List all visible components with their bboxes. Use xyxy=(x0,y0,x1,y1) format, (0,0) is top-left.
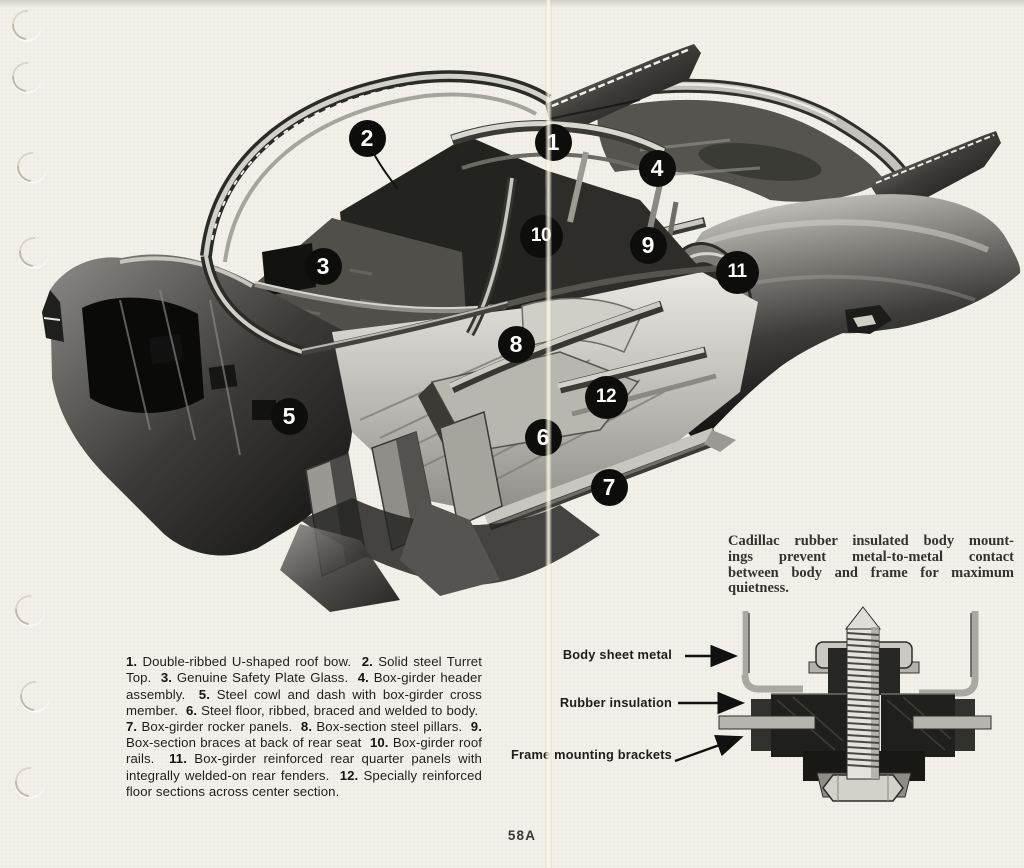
callout-badge-11: 11 xyxy=(715,250,759,294)
mounting-cross-section-illustration xyxy=(674,606,992,802)
car-body-cutaway-illustration xyxy=(42,44,1021,612)
page-number: 58A xyxy=(507,828,537,843)
caption-line: quietness. xyxy=(728,580,789,597)
label-body-sheet-metal: Body sheet metal xyxy=(562,647,672,662)
caption-line: between body and frame for maximum xyxy=(728,564,1014,581)
callout-badge-4: 4 xyxy=(638,149,676,187)
caption-line: Cadillac rubber insulated body mount- xyxy=(728,533,1014,549)
callout-badge-8: 8 xyxy=(497,325,535,363)
callout-badge-1: 1 xyxy=(534,123,572,161)
punch-hole xyxy=(13,674,57,718)
callout-badge-6: 6 xyxy=(524,418,562,456)
caption-line: ings prevent metal-to-metal contact xyxy=(728,548,1014,565)
parts-list: 1. Double-ribbed U-shaped roof bow. 2. S… xyxy=(126,654,483,799)
callout-badge-2: 2 xyxy=(348,119,386,157)
callout-badge-10: 10 xyxy=(519,214,563,258)
callout-badge-5: 5 xyxy=(270,397,308,435)
mounting-caption: Cadillac rubber insulated body mount-ing… xyxy=(728,533,1014,597)
label-frame-mounting-brackets: Frame mounting brackets xyxy=(510,747,672,762)
label-rubber-insulation: Rubber insulation xyxy=(559,695,672,710)
callout-badge-7: 7 xyxy=(590,468,628,506)
callout-badge-12: 12 xyxy=(584,375,628,419)
punch-hole xyxy=(8,760,52,804)
callout-badge-9: 9 xyxy=(629,226,667,264)
callout-badge-3: 3 xyxy=(304,247,342,285)
